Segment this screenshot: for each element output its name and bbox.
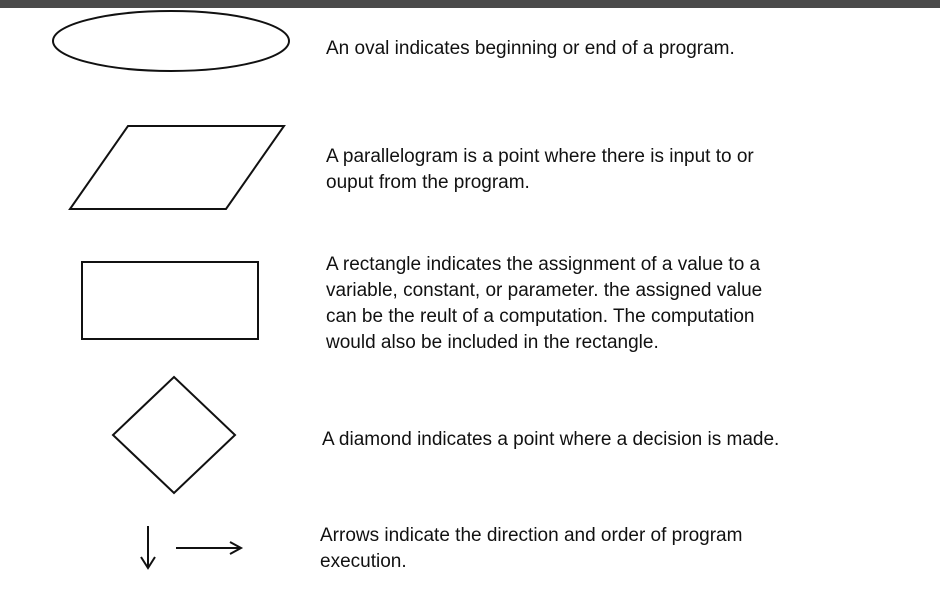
oval-description: An oval indicates beginning or end of a … <box>326 38 735 59</box>
right-arrow-icon <box>176 541 244 555</box>
down-arrow-icon <box>140 526 156 570</box>
diamond-icon <box>111 375 237 495</box>
top-bar <box>0 0 940 8</box>
parallelogram-icon <box>68 125 286 210</box>
parallelogram-description: A parallelogram is a point where there i… <box>326 146 754 193</box>
arrows-description: Arrows indicate the direction and order … <box>320 525 743 572</box>
rectangle-description: A rectangle indicates the assignment of … <box>326 254 763 353</box>
diamond-description: A diamond indicates a point where a deci… <box>322 429 780 450</box>
oval-icon <box>52 10 290 72</box>
rectangle-icon <box>81 261 259 340</box>
